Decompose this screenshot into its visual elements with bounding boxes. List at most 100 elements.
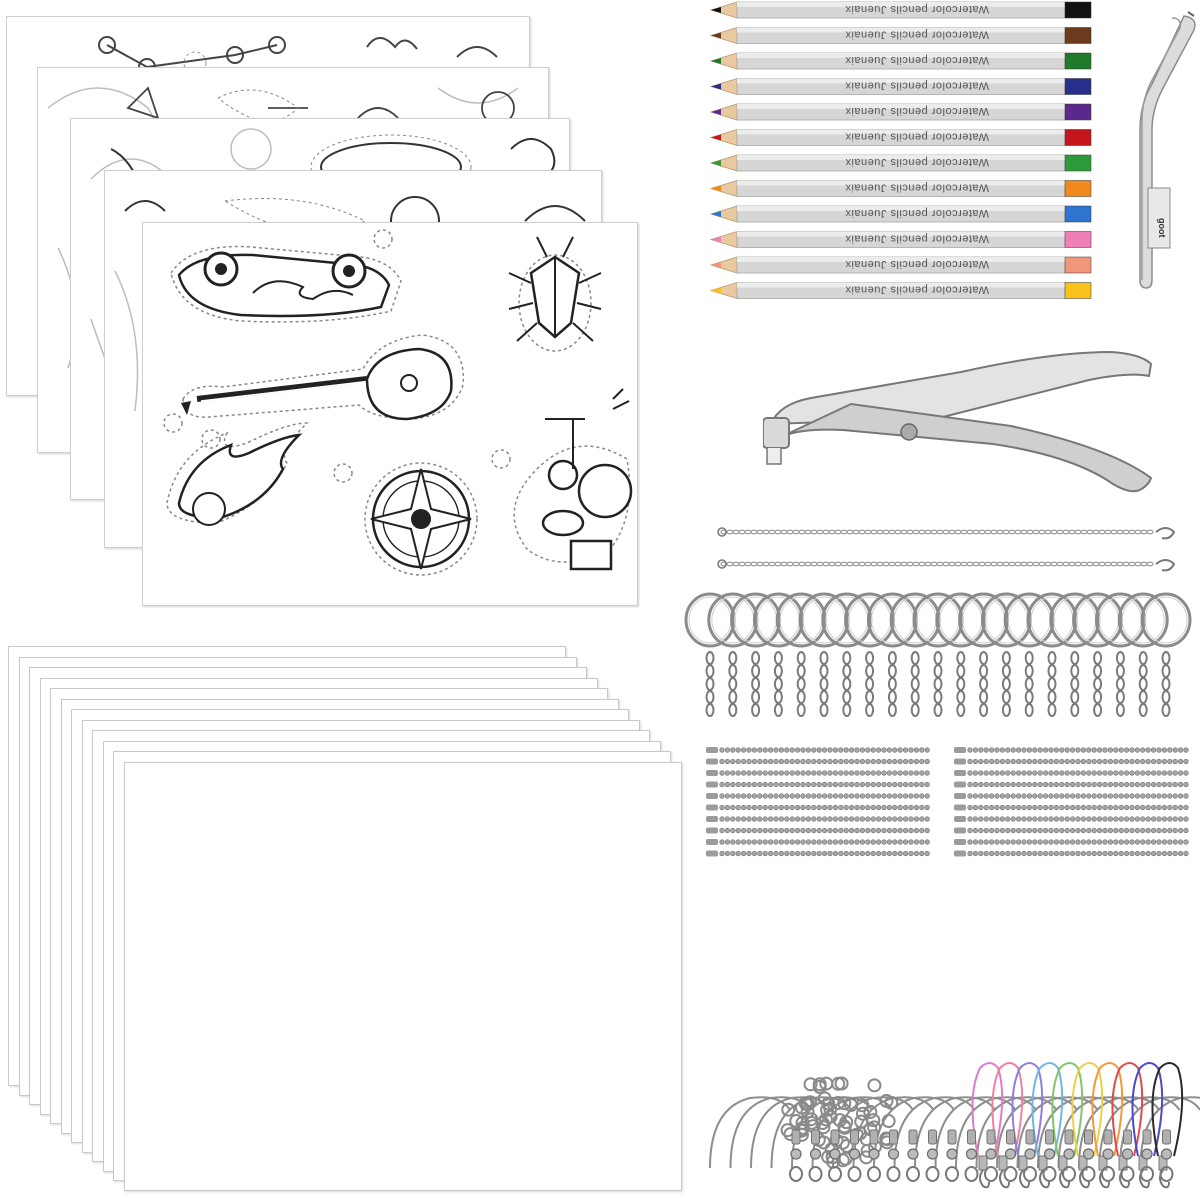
ball-chain — [954, 839, 1189, 845]
pencil-label: Watercolor pencils Juenaix — [845, 3, 989, 15]
blank-sheet — [123, 761, 682, 1191]
jump-ring — [844, 1098, 859, 1113]
ball-chain — [954, 793, 1189, 799]
hole-punch-icon — [763, 338, 1173, 498]
beetle-drawing — [508, 236, 602, 352]
printed-sheet-front — [142, 222, 638, 606]
lanyard-straps — [964, 1060, 1184, 1194]
earring-hook-coil — [964, 1129, 979, 1182]
pencil-label: Watercolor pencils Juenaix — [845, 105, 989, 117]
jump-ring — [803, 1077, 818, 1092]
earring-hook-coils — [780, 1128, 1200, 1198]
lanyard-strap — [1031, 1062, 1064, 1189]
earring-hooks — [700, 1088, 1200, 1198]
jump-ring — [795, 1115, 810, 1130]
jump-ring — [812, 1077, 827, 1092]
key-rings — [684, 590, 1200, 740]
key-ring — [798, 592, 850, 717]
key-ring — [730, 592, 782, 717]
jump-ring — [820, 1102, 835, 1117]
earring-hook-coil — [925, 1129, 940, 1182]
key-ring — [752, 592, 804, 717]
earring-hook-coil — [1023, 1129, 1037, 1182]
pencil: Watercolor pencils Juenaix — [709, 281, 1092, 300]
pencil: Watercolor pencils Juenaix — [709, 230, 1092, 249]
earring-hook-coil — [1081, 1129, 1096, 1182]
ball-chain — [954, 758, 1189, 765]
printed-sheet-front-art — [163, 229, 633, 576]
earring-hook-coil — [1120, 1129, 1135, 1182]
lanyard-strap — [1011, 1062, 1044, 1189]
ball-chain — [706, 793, 930, 799]
earring-hook-coil — [828, 1129, 842, 1182]
key-ring — [1003, 592, 1055, 717]
earring-hook-coil — [945, 1129, 959, 1182]
earring-hook-coil — [867, 1129, 881, 1182]
jump-ring — [855, 1106, 870, 1121]
earring-hook-coil — [847, 1129, 862, 1182]
key-ring — [844, 592, 896, 717]
ball-chain — [706, 747, 930, 753]
lanyard-strap — [991, 1062, 1024, 1189]
ball-chain — [954, 827, 1189, 834]
chain — [717, 527, 1176, 540]
earring-hook-coil — [1062, 1129, 1076, 1182]
jump-ring — [881, 1114, 896, 1129]
ball-chain — [706, 850, 930, 857]
key-ring — [821, 592, 873, 717]
earring-hook — [1119, 1096, 1200, 1169]
pencil-label: Watercolor pencils Juenaix — [845, 233, 989, 245]
earring-hook-coil — [1159, 1129, 1174, 1182]
ball-chain — [954, 816, 1189, 822]
earring-hook-coil — [1003, 1129, 1018, 1182]
key-ring — [958, 592, 1010, 717]
earring-hook-coil — [1140, 1129, 1154, 1182]
jump-ring — [831, 1096, 846, 1111]
key-ring — [980, 592, 1032, 717]
ball-chain — [706, 758, 930, 765]
fireball-drawing — [166, 422, 309, 526]
jump-ring — [863, 1105, 878, 1120]
pencil-label: Watercolor pencils Juenaix — [845, 156, 989, 168]
jump-ring — [855, 1098, 870, 1113]
pencil-label: Watercolor pencils Juenaix — [845, 182, 989, 194]
earring-hook-coil — [886, 1129, 901, 1182]
ball-chain — [706, 839, 930, 845]
lanyard-strap — [1051, 1062, 1084, 1189]
key-ring — [866, 592, 918, 717]
car-drawing — [170, 245, 402, 323]
key-ring — [1094, 592, 1146, 717]
pencil: Watercolor pencils Juenaix — [709, 179, 1092, 198]
pencil-label: Watercolor pencils Juenaix — [845, 284, 989, 296]
ball-chain — [706, 804, 930, 811]
pencil-label: Watercolor pencils Juenaix — [845, 131, 989, 143]
lanyard-strap — [971, 1062, 1004, 1189]
guitar-drawing — [181, 334, 465, 421]
pencil: Watercolor pencils Juenaix — [709, 77, 1092, 96]
jump-ring — [818, 1112, 833, 1127]
jump-ring — [867, 1078, 882, 1093]
pencil: Watercolor pencils Juenaix — [709, 103, 1092, 121]
pencil-label: Watercolor pencils Juenaix — [845, 54, 989, 66]
pencil: Watercolor pencils Juenaix — [709, 205, 1092, 223]
earring-hook-coil — [808, 1129, 823, 1182]
ball-chain — [954, 747, 1189, 753]
pencil-label: Watercolor pencils Juenaix — [845, 258, 989, 270]
ball-chain — [954, 850, 1189, 857]
key-ring — [935, 592, 987, 717]
pencil-label: Watercolor pencils Juenaix — [845, 207, 989, 219]
earring-hook-coil — [1042, 1129, 1057, 1182]
ball-chain — [954, 804, 1189, 811]
earring-hook-coil — [789, 1129, 803, 1182]
drum-kit-drawing — [513, 388, 633, 571]
ball-chain — [706, 781, 930, 788]
pencil: Watercolor pencils Juenaix — [709, 1, 1092, 19]
jump-ring — [832, 1113, 847, 1128]
pencil: Watercolor pencils Juenaix — [709, 26, 1092, 45]
tweezers-label: goot — [1157, 218, 1167, 238]
pencil-label: Watercolor pencils Juenaix — [845, 80, 989, 92]
key-ring — [707, 592, 759, 717]
jump-ring — [819, 1076, 834, 1091]
ball-chain — [954, 770, 1189, 776]
